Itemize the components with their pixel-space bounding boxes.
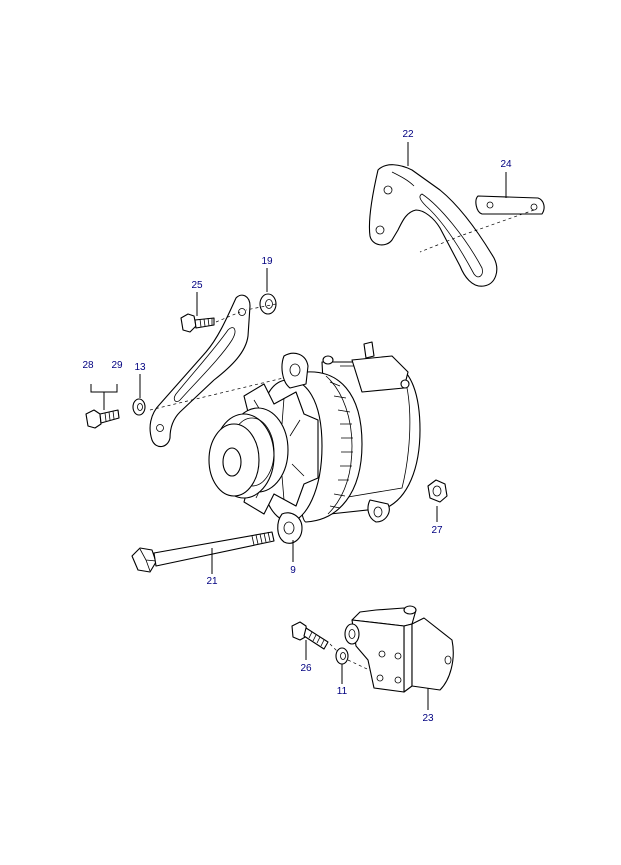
part-9-alternator: [208, 341, 421, 544]
callout-13: 13: [134, 362, 146, 373]
part-26-bolt: [291, 621, 329, 650]
part-23-mounting-bracket: [344, 605, 454, 693]
part-24-plate: [475, 195, 545, 215]
part-25-bolt: [180, 313, 215, 333]
callout-29: 29: [111, 360, 123, 371]
callout-24: 24: [500, 159, 512, 170]
callout-23: 23: [422, 713, 434, 724]
callout-22: 22: [402, 129, 414, 140]
callout-21: 21: [206, 576, 218, 587]
callout-28: 28: [82, 360, 94, 371]
part-21-long-bolt: [131, 531, 275, 573]
part-11-washer: [335, 647, 349, 665]
callout-labels: 22 24 19 25 28 29 13 27 9 21 26 11 23: [82, 129, 512, 724]
callout-9: 9: [290, 565, 296, 576]
callout-26: 26: [300, 663, 312, 674]
part-28-29-bolt: [85, 409, 120, 429]
callout-11: 11: [337, 686, 348, 697]
callout-25: 25: [191, 280, 203, 291]
part-13-washer: [132, 398, 146, 416]
part-27-nut: [427, 479, 448, 503]
callout-19: 19: [261, 256, 273, 267]
callout-27: 27: [431, 525, 443, 536]
part-19-washer: [259, 293, 277, 315]
leader-lines: [90, 142, 507, 710]
adjusting-strap: [149, 294, 251, 448]
part-22-bracket: [368, 164, 498, 287]
